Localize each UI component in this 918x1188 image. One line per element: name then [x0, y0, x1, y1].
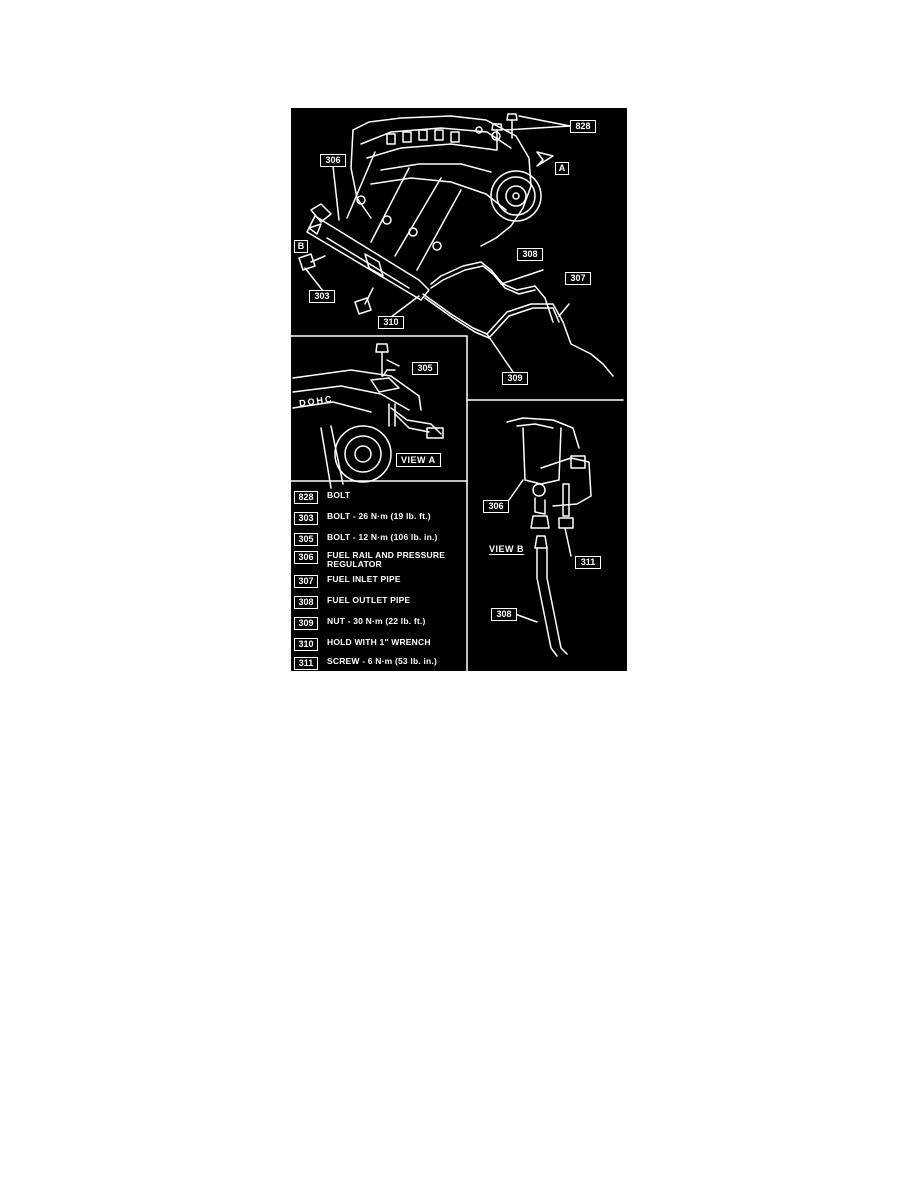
fuel-inlet-pipe [422, 293, 614, 377]
legend-row: 303 BOLT - 26 N·m (19 lb. ft.) [291, 512, 467, 528]
callout-303: 303 [309, 290, 335, 303]
legend-number: 308 [294, 596, 318, 609]
legend-row: 828 BOLT [291, 491, 467, 507]
view-a-detail [292, 343, 444, 489]
arrow-a [536, 151, 554, 167]
legend-description: NUT - 30 N·m (22 lb. ft.) [327, 616, 426, 626]
legend-row: 308 FUEL OUTLET PIPE [291, 596, 467, 612]
legend-description: HOLD WITH 1" WRENCH [327, 637, 431, 647]
view-b-label: VIEW B [489, 544, 525, 555]
fuel-rail-diagram: 828 306 A B 308 307 303 310 309 305 VIEW… [291, 108, 627, 671]
callout-306-b: 306 [483, 500, 509, 513]
arrow-b [308, 223, 322, 235]
view-b-detail [506, 417, 592, 657]
legend-row: 310 HOLD WITH 1" WRENCH [291, 638, 467, 654]
legend-description: BOLT - 12 N·m (106 lb. in.) [327, 532, 438, 542]
legend-number: 309 [294, 617, 318, 630]
view-a-label: VIEW A [396, 453, 441, 467]
legend-row: 307 FUEL INLET PIPE [291, 575, 467, 591]
legend-description: SCREW - 6 N·m (53 lb. in.) [327, 656, 438, 666]
legend-number: 303 [294, 512, 318, 525]
callout-305: 305 [412, 362, 438, 375]
parts-legend: 828 BOLT 303 BOLT - 26 N·m (19 lb. ft.) … [291, 481, 467, 671]
legend-number: 311 [294, 657, 318, 670]
legend-row: 309 NUT - 30 N·m (22 lb. ft.) [291, 617, 467, 633]
callout-310: 310 [378, 316, 404, 329]
legend-row: 311 SCREW - 6 N·m (53 lb. in.) [291, 657, 467, 671]
bolts-828 [491, 113, 571, 151]
callout-306-top: 306 [320, 154, 346, 167]
legend-number: 306 [294, 551, 318, 564]
callout-308-b: 308 [491, 608, 517, 621]
legend-description: FUEL RAIL AND PRESSURE REGULATOR [327, 550, 446, 569]
engine-block [350, 115, 532, 247]
fuel-rail [306, 151, 462, 301]
callout-311: 311 [575, 556, 601, 569]
legend-row: 305 BOLT - 12 N·m (106 lb. in.) [291, 533, 467, 549]
legend-description: FUEL OUTLET PIPE [327, 595, 411, 605]
legend-description: FUEL INLET PIPE [327, 574, 401, 584]
legend-description: BOLT - 26 N·m (19 lb. ft.) [327, 511, 431, 521]
callout-b: B [294, 240, 308, 253]
callout-307: 307 [565, 272, 591, 285]
engine-pulley [490, 170, 542, 222]
legend-description: BOLT [327, 490, 351, 500]
diagram-artwork [291, 113, 624, 671]
legend-number: 310 [294, 638, 318, 651]
callout-a: A [555, 162, 569, 175]
callout-309: 309 [502, 372, 528, 385]
legend-number: 307 [294, 575, 318, 588]
legend-number: 305 [294, 533, 318, 546]
fuel-outlet-pipe [430, 261, 554, 323]
callout-308-top: 308 [517, 248, 543, 261]
callout-828: 828 [570, 120, 596, 133]
legend-number: 828 [294, 491, 318, 504]
bolts-303 [298, 253, 374, 315]
legend-row: 306 FUEL RAIL AND PRESSURE REGULATOR [291, 550, 467, 569]
